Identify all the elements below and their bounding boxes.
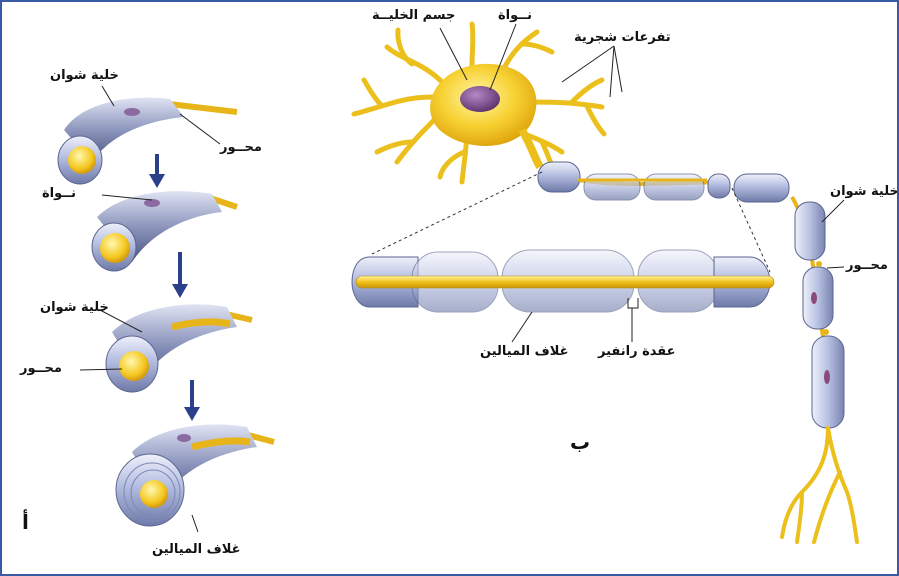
neuron-axon-horizontal [538, 162, 789, 202]
label-schwann-cell-b: خلية شوان [830, 184, 899, 199]
label-schwann-cell-a2: خلية شوان [40, 300, 109, 315]
label-axon-b: محــور [846, 258, 888, 273]
label-dendrites: تفرعات شجرية [574, 30, 671, 45]
label-schwann-cell-a1: خلية شوان [50, 68, 119, 83]
neuron-cell-body [354, 24, 604, 182]
label-nucleus-a: نــواة [42, 186, 76, 201]
axon-terminals [782, 428, 857, 542]
label-myelin-sheath-a: غلاف الميالين [152, 542, 241, 557]
label-nucleus-b: نــواة [498, 8, 532, 23]
panel-b-marker: ب [570, 430, 590, 454]
panel-a-stage-3 [106, 304, 252, 392]
panel-a-marker: أ [22, 510, 29, 534]
panel-a-stage-2 [92, 191, 237, 271]
panel-a-stage-1 [58, 98, 237, 184]
label-axon-a1: محــور [220, 140, 262, 155]
myelinated-axon-enlarged [352, 250, 774, 312]
label-node-of-ranvier: عقدة رانفير [598, 344, 676, 359]
panel-a-stage-4 [116, 424, 274, 526]
label-axon-a2: محــور [20, 361, 62, 376]
label-myelin-sheath-b: غلاف الميالين [480, 344, 569, 359]
label-cell-body: جسم الخليــة [372, 8, 455, 23]
neuron-axon-vertical [792, 197, 844, 428]
